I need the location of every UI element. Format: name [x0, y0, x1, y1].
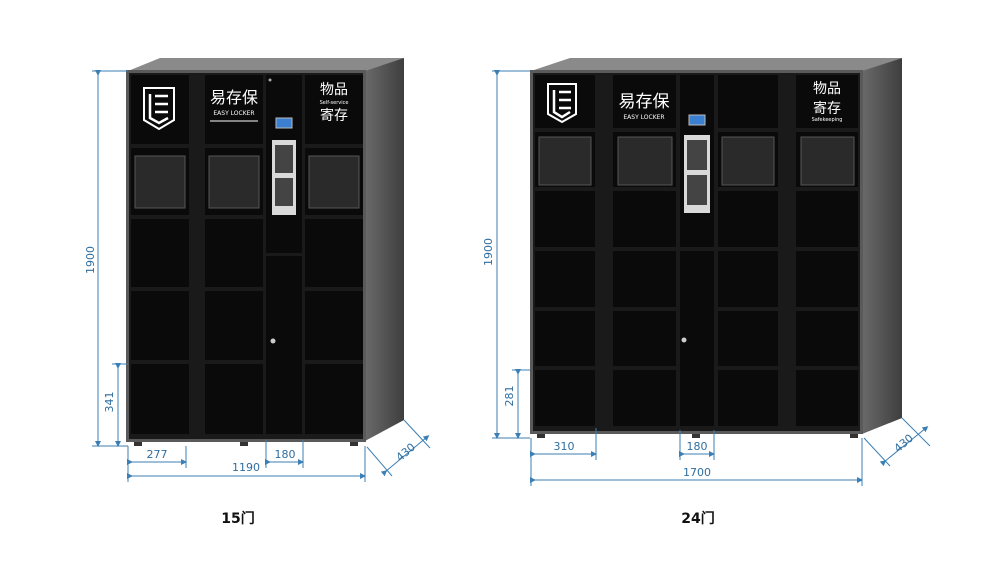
- service-label-cn-2: 寄存: [320, 107, 348, 124]
- dim-height-15: 1900: [84, 246, 97, 274]
- dim-total-width-24: 1700: [683, 466, 711, 479]
- locker-15: 易存保 EASY LOCKER 物品 Self-service 寄存: [126, 58, 404, 446]
- dim-depth-15: 430: [394, 441, 418, 464]
- service-label-cn-1: 物品: [320, 82, 348, 98]
- dim-door-width-24: 310: [554, 440, 575, 453]
- brand-name-en: EASY LOCKER: [213, 110, 254, 117]
- locker-24-dimensions: 1900 281 310 180 1700 430 24门: [482, 70, 931, 527]
- brand-name-en-24: EASY LOCKER: [623, 114, 664, 121]
- brand-name-cn-24: 易存保: [619, 92, 670, 112]
- dim-height-24: 1900: [482, 238, 495, 266]
- service-label-cn-2-24: 寄存: [813, 100, 841, 117]
- dim-door-width-15: 277: [147, 448, 168, 461]
- brand-name-cn: 易存保: [210, 88, 258, 107]
- locker-24: 易存保 EASY LOCKER 物品 寄存 Safekeeping: [530, 58, 902, 438]
- service-label-en: Self-service: [320, 100, 349, 106]
- caption-24-doors: 24门: [681, 510, 714, 527]
- locker-15-dimensions: 1900 341 277 180 1190 430 15门: [84, 70, 431, 527]
- service-label-cn-1-24: 物品: [813, 81, 841, 97]
- dim-door-height-24: 281: [503, 386, 516, 407]
- dim-door-height-15: 341: [103, 392, 116, 413]
- dim-center-width-24: 180: [687, 440, 708, 453]
- dim-depth-24: 430: [892, 432, 916, 455]
- easy-locker-logo-icon-24: [547, 83, 577, 124]
- service-label-en-alt: Safekeeping: [812, 117, 843, 123]
- dim-center-width-15: 180: [275, 448, 296, 461]
- easy-locker-logo-icon: [143, 87, 175, 131]
- caption-15-doors: 15门: [221, 510, 254, 527]
- dim-total-width-15: 1190: [232, 461, 260, 474]
